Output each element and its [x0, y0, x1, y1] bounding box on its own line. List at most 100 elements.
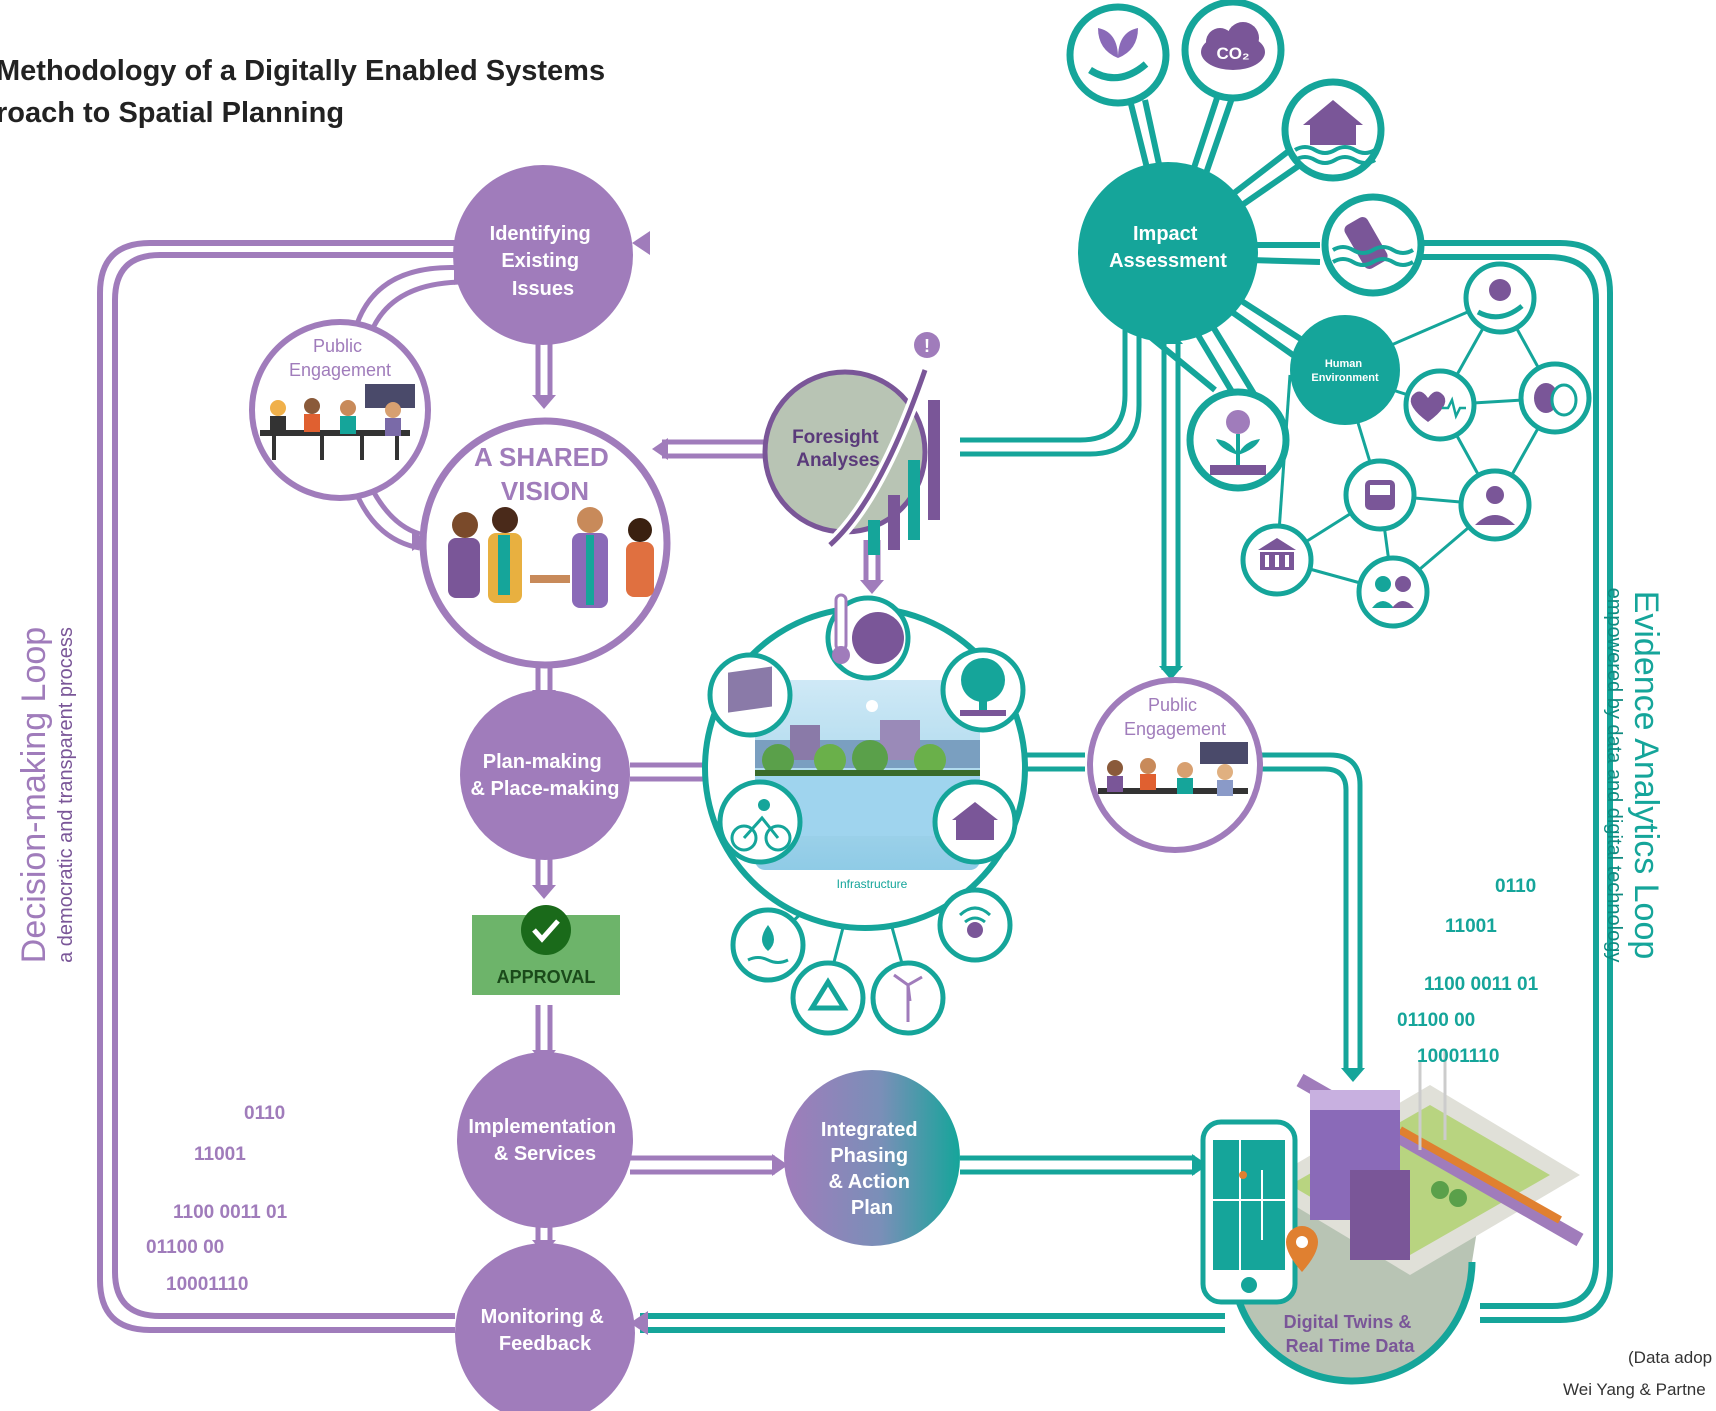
- engagement-left-label: Public Engagement: [289, 336, 391, 380]
- city-3d-illustration: [1260, 1050, 1584, 1275]
- hand-plant-icon[interactable]: [1066, 3, 1170, 107]
- decision-loop-path: [97, 240, 470, 1333]
- infrastructure-label: Infrastructure: [837, 877, 908, 891]
- evidence-loop-subtitle: empowered by data and digital technology: [1603, 587, 1625, 963]
- decision-loop-subtitle: a democratic and transparent process: [55, 627, 77, 963]
- wifi-person-icon[interactable]: [937, 887, 1013, 963]
- location-pin-icon[interactable]: [1286, 1226, 1318, 1272]
- impact-spokes: [1127, 94, 1321, 432]
- binary-right-3: 01100 00: [1397, 1010, 1476, 1031]
- node-public-engagement-right[interactable]: Public Engagement: [1087, 677, 1263, 853]
- phone-map-icon[interactable]: [1200, 1119, 1298, 1305]
- node-approval[interactable]: APPROVAL: [472, 905, 620, 995]
- relax-person-icon[interactable]: [1458, 468, 1532, 542]
- arrowhead: [1159, 666, 1183, 680]
- node-public-engagement-left[interactable]: Public Engagement: [249, 319, 431, 501]
- binary-left-2: 1100 0011 01: [173, 1202, 288, 1223]
- recycle-icon[interactable]: [790, 960, 866, 1036]
- implementation-label: Implementation & Services: [468, 1116, 621, 1165]
- arrowhead: [652, 438, 668, 460]
- monitoring-label: Monitoring & Feedback: [481, 1306, 610, 1355]
- node-integrated-phasing[interactable]: Integrated Phasing & Action Plan: [784, 1070, 960, 1246]
- foresight-label: Foresight Analyses: [792, 427, 884, 471]
- node-monitoring[interactable]: Monitoring & Feedback: [455, 1243, 635, 1411]
- impact-engagement-link: [1161, 340, 1181, 670]
- people-handshake-icon: [448, 507, 654, 608]
- human-environment-icons: [1240, 261, 1592, 629]
- binary-left-1: 11001: [194, 1144, 246, 1165]
- arrowhead: [632, 231, 650, 255]
- binary-left-3: 01100 00: [146, 1237, 225, 1258]
- arrowhead: [1341, 1068, 1365, 1082]
- engagement-to-twins-arrow: [1260, 752, 1363, 1070]
- digital-twins-label: Digital Twins & Real Time Data: [1284, 1312, 1417, 1356]
- infrastructure-icons: [707, 593, 1026, 1036]
- hand-pound-icon[interactable]: [1463, 261, 1537, 335]
- integrated-to-twins-arrow: [960, 1155, 1195, 1175]
- school-icon[interactable]: [932, 779, 1018, 865]
- meeting-people-icon: [1098, 742, 1248, 796]
- binary-left-0: 0110: [244, 1103, 286, 1124]
- check-icon: [521, 905, 571, 955]
- credit-line-1: (Data adop: [1628, 1348, 1713, 1367]
- evidence-loop-path: [1400, 240, 1613, 1323]
- heart-rate-icon[interactable]: [1403, 368, 1477, 442]
- binary-left-4: 10001110: [166, 1274, 249, 1295]
- node-identifying-label: Identifying Existing Issues: [490, 223, 597, 300]
- co2-label: CO₂: [1216, 44, 1249, 63]
- plastic-bottle-water-icon[interactable]: [1321, 193, 1425, 297]
- approval-label: APPROVAL: [497, 967, 596, 987]
- node-implementation[interactable]: Implementation & Services: [457, 1052, 633, 1228]
- node-shared-vision[interactable]: A SHARED VISION: [419, 417, 671, 669]
- shared-vision-label: A SHARED VISION: [474, 442, 616, 506]
- impact-to-foresight-arrow: [960, 330, 1142, 457]
- binary-right-1: 11001: [1445, 916, 1497, 937]
- plan-making-label: Plan-making & Place-making: [471, 751, 620, 800]
- binary-right-2: 1100 0011 01: [1424, 974, 1539, 995]
- credit-line-2: Wei Yang & Partne: [1563, 1380, 1706, 1399]
- water-drop-icon[interactable]: [730, 907, 806, 983]
- impact-label: Impact Assessment: [1109, 223, 1227, 272]
- flower-plant-icon[interactable]: [1186, 388, 1290, 492]
- impact-to-identifying-arrow: [640, 233, 1080, 253]
- node-plan-making[interactable]: Plan-making & Place-making: [460, 690, 630, 860]
- trend-chart-icon: !: [825, 332, 940, 555]
- engagement-right-label: Public Engagement: [1124, 695, 1226, 739]
- impact-icons: CO₂: [1066, 0, 1425, 492]
- community-icon[interactable]: [1356, 555, 1430, 629]
- node-impact-assessment[interactable]: Impact Assessment: [1078, 162, 1258, 342]
- integrated-label: Integrated Phasing & Action Plan: [821, 1119, 923, 1219]
- arrowhead: [860, 580, 884, 594]
- wind-turbine-icon[interactable]: [870, 960, 946, 1036]
- evidence-loop-title: Evidence Analytics Loop: [1627, 590, 1665, 960]
- diagram-title: Methodology of a Digitally Enabled Syste…: [0, 55, 606, 129]
- node-identifying-existing-issues[interactable]: Identifying Existing Issues: [453, 165, 633, 345]
- foresight-to-vision-arrow: [662, 439, 782, 459]
- co2-cloud-icon[interactable]: CO₂: [1181, 0, 1285, 102]
- flood-house-icon[interactable]: [1281, 78, 1385, 182]
- thermometer-globe-icon[interactable]: [825, 593, 911, 681]
- arrowhead: [772, 1154, 788, 1176]
- node-digital-twins[interactable]: Digital Twins & Real Time Data: [1200, 1050, 1584, 1385]
- node-foresight-analyses[interactable]: Foresight Analyses !: [762, 332, 940, 555]
- tree-icon[interactable]: [940, 647, 1026, 733]
- meeting-people-icon: [260, 384, 415, 460]
- plan-to-infrastructure-arrow: [630, 762, 715, 782]
- bus-icon[interactable]: [1343, 458, 1417, 532]
- human-environment-label: Human Environment: [1311, 358, 1379, 384]
- decision-loop-title: Decision-making Loop: [15, 626, 53, 964]
- twins-to-monitoring-arrow: [640, 1313, 1225, 1333]
- arrowhead: [630, 1311, 648, 1335]
- cyclist-icon[interactable]: [717, 779, 803, 865]
- binary-right-4: 10001110: [1417, 1046, 1500, 1067]
- node-human-environment[interactable]: Human Environment: [1290, 315, 1400, 425]
- alert-icon: !: [924, 336, 930, 356]
- arrowhead: [1192, 1154, 1208, 1176]
- evidence-loop-label: Evidence Analytics Loop empowered by dat…: [1595, 525, 1665, 1025]
- decision-loop-label: Decision-making Loop a democratic and tr…: [15, 545, 85, 1045]
- map-icon[interactable]: [707, 652, 793, 738]
- museum-icon[interactable]: [1240, 523, 1314, 597]
- theatre-masks-icon[interactable]: [1518, 361, 1592, 435]
